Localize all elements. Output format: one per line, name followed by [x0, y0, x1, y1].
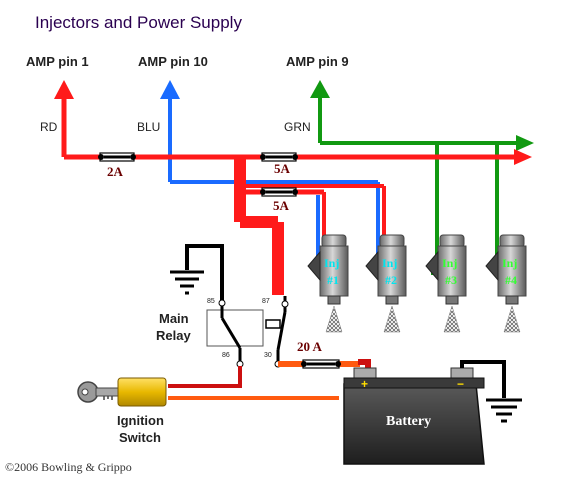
fuse-20a	[301, 359, 341, 369]
red-wire	[61, 96, 516, 295]
battery-label: Battery	[386, 414, 431, 429]
injector-label-line1: Inj	[442, 256, 457, 270]
ignition-switch-body	[117, 377, 167, 407]
svg-text:+: +	[361, 377, 368, 391]
relay-label-line2: Relay	[156, 328, 191, 343]
fuse-5a-top	[260, 152, 298, 162]
ignition-wires	[168, 366, 339, 400]
fuse-5a-top-label: 5A	[274, 161, 291, 176]
green-arrow-up	[310, 80, 330, 98]
relay-ground	[170, 244, 224, 302]
injector-2: Inj #2	[365, 234, 407, 333]
ignition-key-icon	[77, 381, 119, 403]
amp-pin-1-label: AMP pin 1	[26, 54, 89, 69]
fuse-20a-label: 20 A	[297, 339, 323, 354]
injector-label-line2: #4	[505, 273, 517, 287]
injector-label-line1: Inj	[324, 256, 339, 270]
injector-label-line2: #2	[385, 273, 397, 287]
fuse-5a-bottom	[260, 187, 298, 197]
relay-pin-85: 85	[207, 298, 215, 305]
blue-arrow-up	[160, 80, 180, 99]
injector-label-line1: Inj	[382, 256, 397, 270]
injector-1: Inj #1	[307, 234, 349, 333]
fuse-2a	[98, 152, 136, 162]
red-arrow-right	[514, 149, 532, 165]
relay-pin-86: 86	[222, 352, 230, 359]
fuse-5a-bottom-label: 5A	[273, 198, 290, 213]
ignition-label-line2: Switch	[119, 430, 161, 445]
battery-icon: + −	[343, 367, 485, 465]
ignition-label-line1: Ignition	[117, 413, 164, 428]
wire-label-grn: GRN	[284, 120, 311, 134]
injector-3: Inj #3	[425, 234, 467, 333]
amp-pin-10-label: AMP pin 10	[138, 54, 208, 69]
relay-box	[206, 309, 264, 347]
svg-text:−: −	[457, 377, 464, 391]
relay-terminals	[218, 299, 289, 368]
relay-label-line1: Main	[159, 311, 189, 326]
wire-label-rd: RD	[40, 120, 58, 134]
amp-pin-9-label: AMP pin 9	[286, 54, 349, 69]
injector-label-line2: #3	[445, 273, 457, 287]
red-arrow-up	[54, 80, 74, 99]
green-arrow-right	[516, 135, 534, 151]
relay-pin-87: 87	[262, 298, 270, 305]
wire-label-blu: BLU	[137, 120, 160, 134]
battery-ground-icon	[460, 360, 522, 423]
copyright-text: ©2006 Bowling & Grippo	[5, 460, 132, 474]
injector-4: Inj #4	[485, 234, 527, 333]
relay-pin-30: 30	[264, 352, 272, 359]
injector-label-line1: Inj	[502, 256, 517, 270]
diagram-title: Injectors and Power Supply	[35, 13, 242, 32]
injector-label-line2: #1	[327, 273, 339, 287]
injector-group: Inj #1 Inj #2 Inj #3 Inj #4	[307, 234, 527, 333]
fuse-2a-label: 2A	[107, 164, 124, 179]
